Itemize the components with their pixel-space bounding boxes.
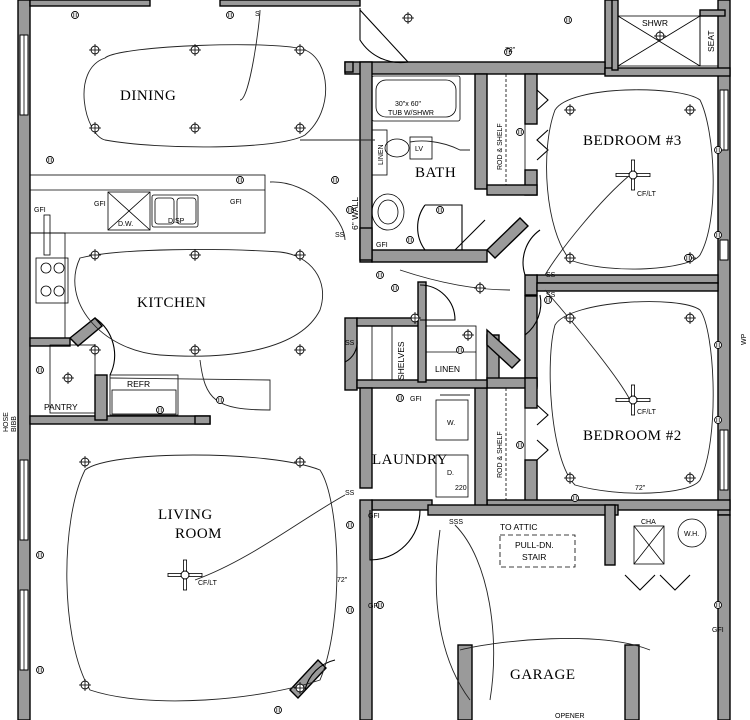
switch-label: SS (335, 232, 345, 239)
hose-label: HOSE (3, 412, 10, 432)
lavatory-label: LV (415, 146, 423, 153)
cha-label: CHA (641, 519, 656, 526)
refr-label: REFR (127, 379, 150, 389)
switch-label: SS (345, 490, 355, 497)
disposal-label: DISP (168, 218, 185, 225)
annotations: REFR D.W. DISP 30"x 60" TUB W/SHWR LINEN… (3, 11, 748, 720)
height-72-b: 72" (635, 485, 646, 492)
wp-label: WP (741, 333, 748, 345)
room-label-shwr: SHWR (642, 18, 668, 28)
washer-label: W. (447, 420, 455, 427)
cflt-bed3-label: CF/LT (637, 191, 657, 198)
gfi-label: GFI (376, 242, 388, 249)
gfi-label: GFI (368, 603, 380, 610)
cflt-bed2-label: CF/LT (637, 409, 657, 416)
room-label-dining: DINING (120, 88, 176, 104)
room-label-bedroom-2: BEDROOM #2 (583, 428, 682, 444)
room-label-room: ROOM (175, 526, 222, 542)
room-label-linen: LINEN (435, 364, 460, 374)
room-label-pantry: PANTRY (44, 402, 78, 412)
cflt-living-label: CF/LT (198, 580, 218, 587)
room-label-seat: SEAT (706, 30, 716, 52)
gfi-label: GFI (94, 201, 106, 208)
wall-6-label: 6" WALL (350, 197, 360, 230)
height-72-a: 72" (505, 47, 516, 54)
room-label-bath: BATH (415, 165, 456, 181)
fixtures (29, 15, 719, 568)
switch-label: S (255, 11, 260, 18)
linen-bath-label: LINEN (378, 144, 385, 165)
volt-220-label: 220 (455, 485, 467, 492)
room-label-laundry: LAUNDRY (372, 452, 448, 468)
tub-size-label: 30"x 60" (395, 101, 422, 108)
switch-label: SS (345, 340, 355, 347)
room-label-bedroom-3: BEDROOM #3 (583, 133, 682, 149)
height-72-c: 72" (337, 577, 348, 584)
switch-label: SS (546, 272, 556, 279)
opener-label: OPENER (555, 713, 585, 720)
pull-dn-label: PULL-DN. (515, 540, 554, 550)
ceiling-fans (167, 159, 651, 591)
to-attic-label: TO ATTIC (500, 522, 537, 532)
room-label-shelves: SHELVES (396, 341, 406, 380)
dryer-label: D. (447, 470, 454, 477)
room-label-kitchen: KITCHEN (137, 295, 206, 311)
door-swings (94, 8, 691, 691)
tub-type-label: TUB W/SHWR (388, 110, 434, 117)
stair-label: STAIR (522, 552, 546, 562)
dishwasher-label: D.W. (118, 221, 133, 228)
windows (19, 34, 729, 671)
gfi-label: GFI (712, 627, 724, 634)
room-label-garage: GARAGE (510, 667, 576, 683)
gfi-label: GFI (230, 199, 242, 206)
rod-shelf-2-label: ROD & SHELF (497, 431, 504, 478)
bibb-label: BIBB (11, 416, 18, 432)
walls (17, 0, 731, 720)
gfi-label: GFI (410, 396, 422, 403)
gfi-label: GFI (34, 207, 46, 214)
switch-label: SS (546, 292, 556, 299)
switch-label: SSS (449, 519, 463, 526)
gfi-label: GFI (368, 513, 380, 520)
water-heater-label: W.H. (684, 531, 699, 538)
rod-shelf-3-label: ROD & SHELF (497, 123, 504, 170)
room-label-living: LIVING (158, 507, 213, 523)
room-labels: DINING KITCHEN BATH BEDROOM #3 BEDROOM #… (44, 18, 716, 683)
